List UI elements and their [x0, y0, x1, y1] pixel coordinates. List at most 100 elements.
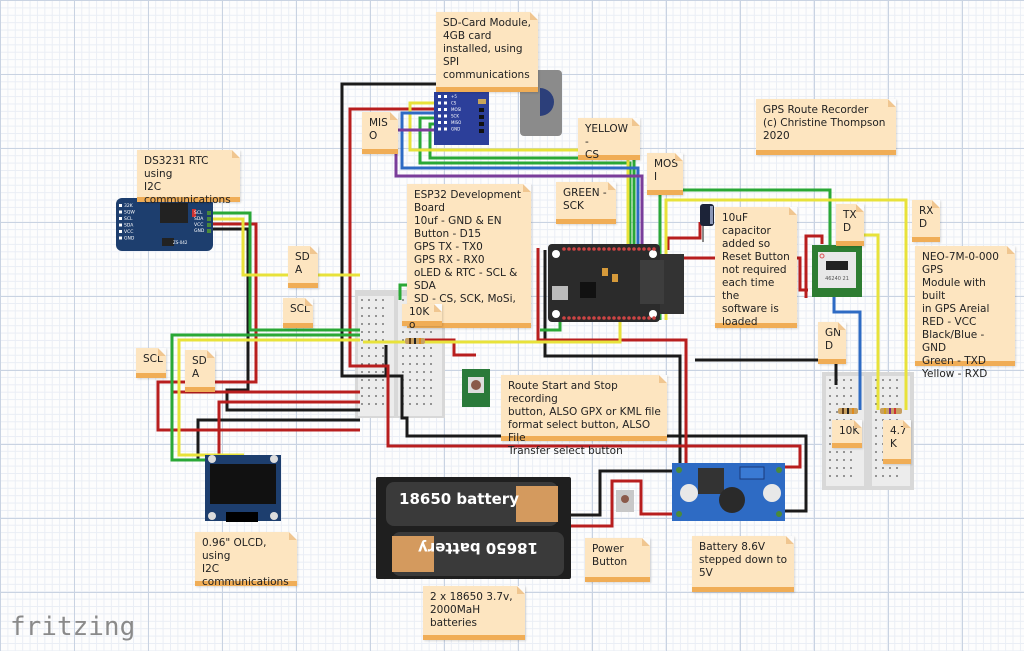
esp32-pin[interactable] [602, 316, 606, 320]
esp32-pin[interactable] [617, 247, 621, 251]
rtc-pin[interactable] [207, 217, 211, 221]
note-capacitor: 10uF capacitor added so Reset Button not… [715, 207, 797, 328]
wire-black[interactable] [196, 418, 360, 460]
esp32-pin[interactable] [572, 247, 576, 251]
esp32-pin[interactable] [627, 316, 631, 320]
note-txd: TX D [836, 204, 864, 246]
gps-neo7m-module[interactable]: 46240 21 [812, 245, 862, 297]
sd-pin[interactable] [438, 114, 441, 118]
esp32-pin[interactable] [597, 247, 601, 251]
rtc-pin[interactable] [119, 223, 122, 227]
esp32-dev-board[interactable] [548, 244, 684, 322]
esp32-pin[interactable] [607, 316, 611, 320]
esp32-pin[interactable] [637, 316, 641, 320]
capacitor-10uf[interactable] [700, 204, 714, 242]
wire-purple[interactable] [394, 128, 644, 322]
note-miso: MIS O [362, 112, 398, 154]
esp32-pin[interactable] [577, 247, 581, 251]
wire-green[interactable] [213, 211, 360, 332]
rtc-pin[interactable] [119, 217, 122, 220]
sd-pin[interactable] [438, 127, 441, 131]
note-yellow-cs: YELLOW - CS [578, 118, 640, 161]
esp32-pin[interactable] [622, 247, 626, 251]
wire-black[interactable] [543, 250, 682, 470]
resistor-10k-right[interactable] [838, 408, 858, 414]
wire-green[interactable] [418, 116, 632, 320]
esp32-pin[interactable] [562, 247, 566, 251]
route-button[interactable] [462, 369, 490, 407]
battery-holder[interactable]: 18650 battery 18650 battery [376, 477, 571, 579]
rtc-pin-label: 32K [124, 203, 134, 209]
esp32-pin[interactable] [647, 247, 651, 251]
wire-yellow[interactable] [408, 101, 630, 320]
note-scl-top: SCL [283, 298, 313, 328]
wire-red[interactable] [156, 222, 360, 432]
rtc-pin[interactable] [119, 230, 122, 233]
esp32-pin[interactable] [592, 247, 596, 251]
wire-blue[interactable] [400, 111, 640, 322]
esp32-pin[interactable] [632, 316, 636, 320]
esp32-pin[interactable] [587, 316, 591, 320]
sd-pin [444, 127, 447, 131]
wire-yellow[interactable] [363, 320, 622, 344]
esp32-pin[interactable] [572, 316, 576, 320]
esp32-pin[interactable] [617, 316, 621, 320]
wire-yellow[interactable] [213, 217, 360, 277]
esp32-pin[interactable] [562, 316, 566, 320]
sd-pin[interactable] [438, 95, 441, 98]
esp32-pin[interactable] [567, 316, 571, 320]
wire-black[interactable] [340, 82, 808, 513]
rtc-pin[interactable] [207, 229, 211, 233]
esp32-pin[interactable] [632, 247, 636, 251]
esp32-pin[interactable] [582, 316, 586, 320]
rtc-pin[interactable] [119, 204, 122, 207]
rtc-pin[interactable] [207, 223, 211, 227]
wire-red[interactable] [536, 248, 688, 465]
wire-black[interactable] [695, 358, 838, 385]
wire-red[interactable] [170, 390, 360, 420]
sd-pin[interactable] [438, 108, 441, 111]
esp32-pin[interactable] [612, 247, 616, 251]
esp32-pin[interactable] [647, 316, 651, 320]
esp32-pin[interactable] [652, 247, 656, 251]
note-sda-top: SD A [288, 246, 318, 288]
wire-red[interactable] [348, 107, 802, 469]
sd-pin[interactable] [438, 101, 441, 105]
esp32-pin[interactable] [592, 316, 596, 320]
esp32-pin[interactable] [652, 316, 656, 320]
wire-black[interactable] [360, 345, 388, 378]
resistor-4k7[interactable] [880, 408, 902, 414]
esp32-pin[interactable] [637, 247, 641, 251]
oled-display[interactable] [205, 455, 281, 522]
esp32-pin[interactable] [627, 247, 631, 251]
wire-red[interactable] [804, 234, 824, 298]
rtc-chip-label: ZS-042 [173, 240, 188, 245]
rtc-pin[interactable] [119, 210, 122, 214]
esp32-pin[interactable] [602, 247, 606, 251]
wire-red[interactable] [570, 479, 680, 528]
power-button[interactable] [616, 490, 634, 512]
esp32-pin[interactable] [582, 247, 586, 251]
wire-red[interactable] [420, 338, 476, 357]
resistor-10k-left[interactable] [405, 338, 425, 344]
esp32-pin[interactable] [587, 247, 591, 251]
esp32-pin[interactable] [622, 316, 626, 320]
sd-pin[interactable] [438, 121, 441, 124]
esp32-pin[interactable] [567, 247, 571, 251]
esp32-pin[interactable] [642, 247, 646, 251]
wire-blue[interactable] [832, 295, 862, 410]
wire-red[interactable] [666, 222, 702, 250]
esp32-pin[interactable] [612, 316, 616, 320]
rtc-pin[interactable] [119, 236, 122, 240]
wire-green[interactable] [170, 333, 360, 462]
wire-red[interactable] [217, 400, 360, 457]
rtc-pin-label: SCL [124, 216, 133, 222]
esp32-pin[interactable] [577, 316, 581, 320]
esp32-pin[interactable] [597, 316, 601, 320]
stepdown-converter-lm2596[interactable] [672, 463, 785, 521]
rtc-pin[interactable] [207, 211, 211, 215]
esp32-pin[interactable] [642, 316, 646, 320]
esp32-pin[interactable] [607, 247, 611, 251]
